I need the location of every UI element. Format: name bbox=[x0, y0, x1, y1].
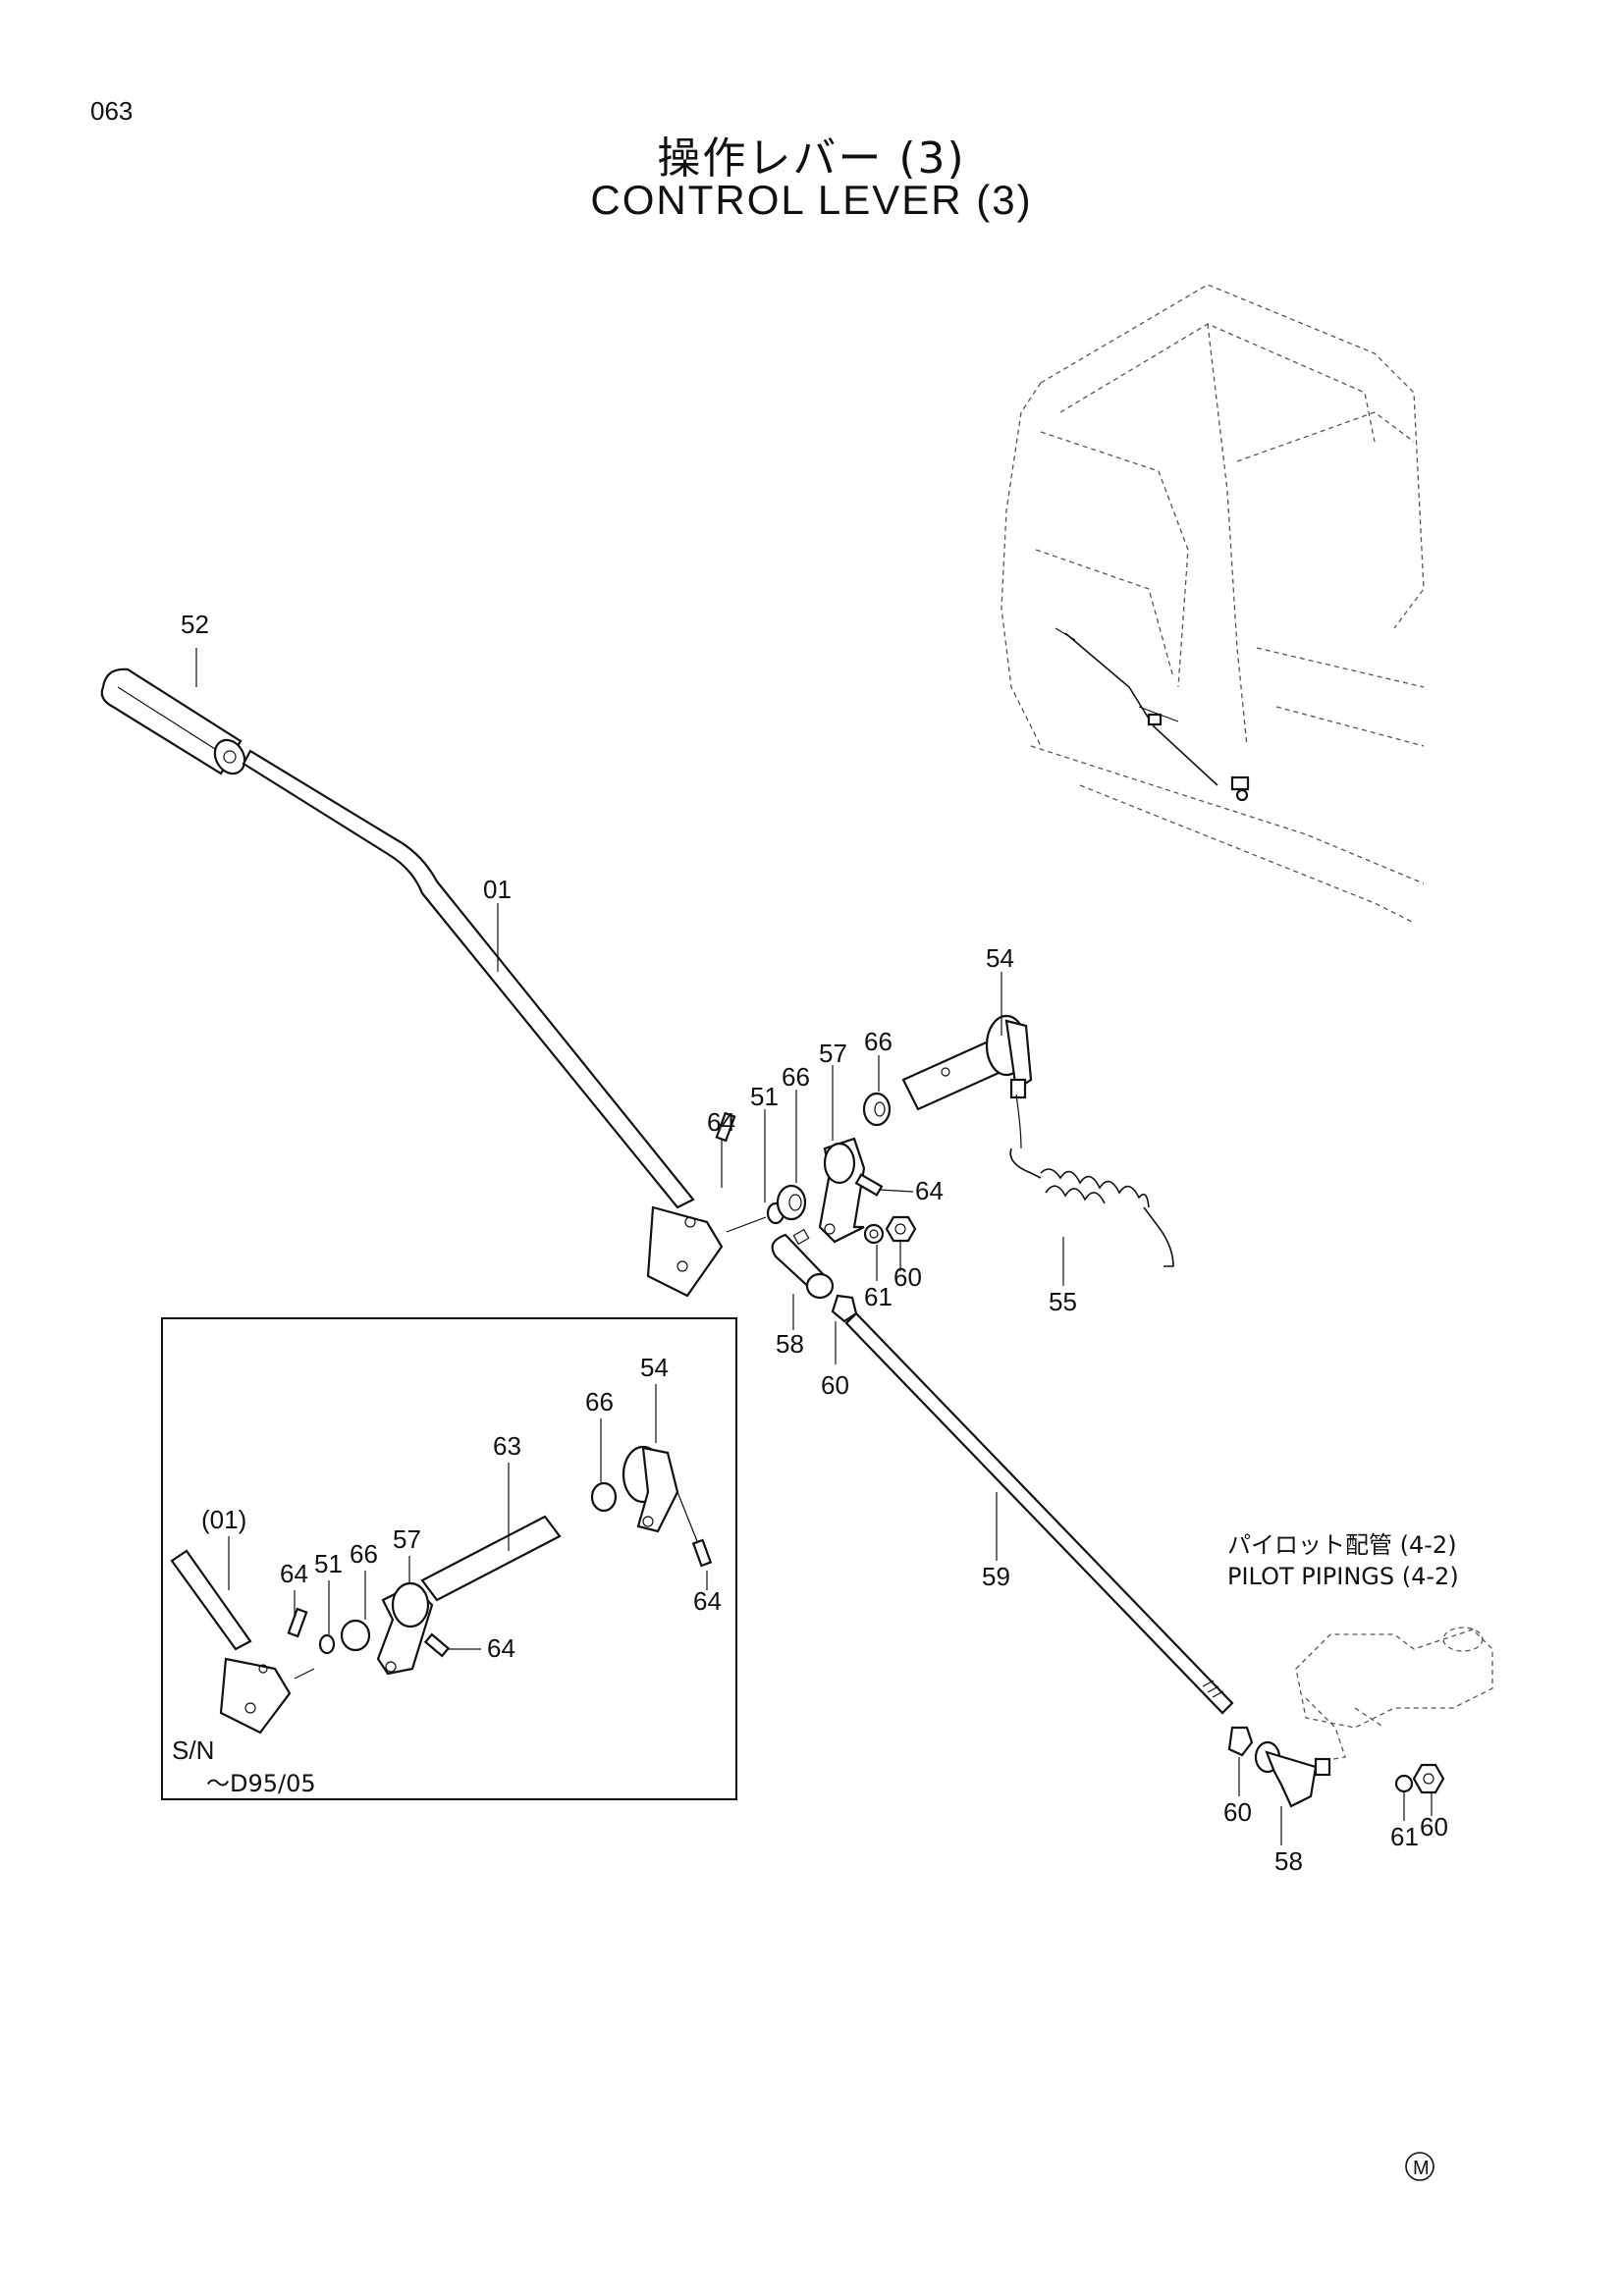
title-english: CONTROL LEVER (3) bbox=[590, 177, 1033, 223]
pivot-assembly bbox=[715, 1014, 1033, 1244]
inset-callout-64-left: 64 bbox=[280, 1559, 308, 1588]
rod-end-lower bbox=[1227, 1726, 1445, 1808]
callout-55: 55 bbox=[1049, 1287, 1077, 1316]
spring-55 bbox=[1009, 1148, 1174, 1267]
inset-callout-51: 51 bbox=[314, 1549, 343, 1578]
corner-mark: M bbox=[1405, 2152, 1434, 2181]
inset-sn-label: S/N bbox=[172, 1735, 214, 1765]
callout-54: 54 bbox=[986, 943, 1014, 973]
title-japanese: 操作レバー (3) bbox=[657, 133, 966, 184]
callout-64-right: 64 bbox=[915, 1176, 944, 1205]
callout-58-lower: 58 bbox=[1274, 1846, 1303, 1876]
lever-01 bbox=[242, 749, 724, 1298]
page-number: 063 bbox=[90, 96, 134, 126]
callout-61-lower: 61 bbox=[1390, 1822, 1419, 1851]
inset-callout-64-middle: 64 bbox=[487, 1633, 515, 1663]
inset-callout-54: 54 bbox=[640, 1353, 669, 1382]
cab-illustration bbox=[1001, 284, 1425, 924]
rod-59 bbox=[844, 1311, 1234, 1715]
callout-labels: 52 01 54 66 57 66 51 64 64 58 61 60 55 6… bbox=[181, 610, 1448, 1876]
callout-59: 59 bbox=[982, 1562, 1010, 1591]
reference-note-jp: パイロット配管 (4-2) bbox=[1227, 1531, 1457, 1559]
callout-51: 51 bbox=[750, 1082, 779, 1111]
inset-callout-63: 63 bbox=[493, 1431, 521, 1461]
inset-detail: 54 66 63 (01) 57 66 51 64 64 64 S/N ～D95… bbox=[161, 1317, 737, 1800]
inset-frame bbox=[161, 1317, 737, 1800]
corner-mark-letter: M bbox=[1413, 2158, 1430, 2179]
inset-callout-66-lower: 66 bbox=[350, 1539, 378, 1569]
pilot-piping-reference: パイロット配管 (4-2) PILOT PIPINGS (4-2) bbox=[1227, 1531, 1459, 1590]
callout-61: 61 bbox=[864, 1282, 893, 1311]
callout-60-right: 60 bbox=[1420, 1812, 1448, 1842]
grip-52 bbox=[100, 667, 246, 775]
leader-lines bbox=[195, 648, 1433, 1845]
inset-callout-01: (01) bbox=[201, 1505, 246, 1534]
callout-57: 57 bbox=[819, 1039, 847, 1068]
callout-58: 58 bbox=[776, 1329, 804, 1359]
callout-64-left: 64 bbox=[707, 1107, 735, 1137]
callout-60-middle: 60 bbox=[821, 1370, 849, 1400]
inset-sn-range: ～D95/05 bbox=[206, 1770, 316, 1797]
callout-66-lower: 66 bbox=[782, 1062, 810, 1092]
callout-66-upper: 66 bbox=[864, 1027, 893, 1056]
rod-end-upper bbox=[771, 1215, 917, 1323]
pilot-valve bbox=[1295, 1627, 1493, 1763]
callout-52: 52 bbox=[181, 610, 209, 639]
inset-callout-57: 57 bbox=[393, 1524, 421, 1554]
callout-60-lower: 60 bbox=[1223, 1797, 1252, 1827]
inset-callout-64-right: 64 bbox=[693, 1586, 722, 1616]
reference-note-en: PILOT PIPINGS (4-2) bbox=[1227, 1563, 1459, 1590]
callout-60-upper: 60 bbox=[893, 1262, 922, 1292]
inset-callout-66: 66 bbox=[585, 1387, 614, 1416]
callout-01: 01 bbox=[483, 875, 512, 904]
